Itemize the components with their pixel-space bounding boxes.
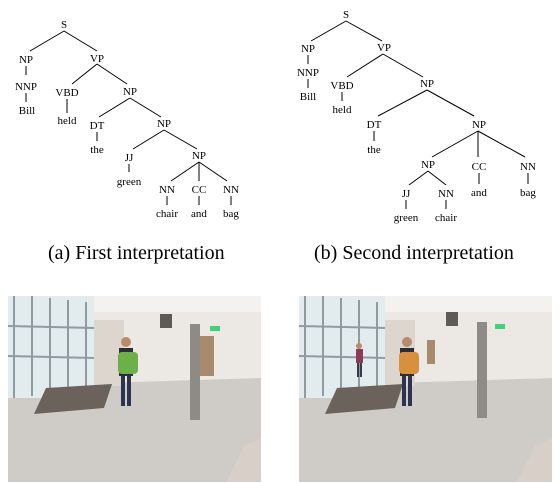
tree-b-node-dt: DT — [367, 119, 382, 131]
caption-b: (b) Second interpretation — [314, 242, 514, 264]
tree-b-node-np: NP — [301, 43, 315, 55]
tree-b-node-s: S — [343, 9, 349, 21]
wall-panel — [200, 336, 214, 376]
tree-b-word-the: the — [367, 144, 381, 156]
tree-b-word-held: held — [333, 104, 352, 116]
door-frame — [477, 322, 487, 418]
tree-a-node-vbd: VBD — [55, 87, 78, 99]
tree-b-word-green: green — [394, 212, 419, 224]
tree-a-node-cc: CC — [192, 184, 207, 196]
tree-a-node-np4: NP — [192, 150, 206, 162]
tree-a-word-held: held — [58, 115, 77, 127]
parse-trees: S NP NNP Bill VP VBD held NP DT the NP J… — [15, 9, 536, 224]
tree-b-node-jj: JJ — [402, 188, 411, 200]
tv-monitor — [446, 312, 458, 326]
tree-b-node-vp: VP — [377, 42, 391, 54]
tree-a-node-np: NP — [19, 54, 33, 66]
tree-a-node-np3: NP — [157, 118, 171, 130]
tree-b-word-chair: chair — [435, 212, 457, 224]
hallway-scene-b — [299, 296, 552, 482]
tree-a-node-vp: VP — [90, 53, 104, 65]
tree-a-word-and: and — [191, 208, 207, 220]
photo-a — [8, 296, 261, 482]
tree-b-word-bag: bag — [520, 187, 536, 199]
person-background — [356, 343, 363, 377]
exit-sign — [495, 324, 505, 329]
tree-a-word-bill: Bill — [19, 105, 36, 117]
parse-tree-b: S NP NNP Bill VP VBD held NP DT the NP N… — [297, 9, 536, 224]
tv-monitor — [160, 314, 172, 328]
tree-b-node-vbd: VBD — [330, 80, 353, 92]
tree-a-word-chair: chair — [156, 208, 178, 220]
tree-a-word-green: green — [117, 176, 142, 188]
parse-tree-a: S NP NNP Bill VP VBD held NP DT the NP J… — [15, 19, 239, 220]
tree-b-word-bill: Bill — [300, 91, 317, 103]
tree-b-word-and: and — [471, 187, 487, 199]
exit-sign — [210, 326, 220, 331]
tree-b-node-np4: NP — [421, 159, 435, 171]
tree-b-node-cc: CC — [472, 161, 487, 173]
tree-b-node-nnp: NNP — [297, 67, 319, 79]
tree-b-node-nn2: NN — [520, 161, 536, 173]
tree-a-node-np2: NP — [123, 86, 137, 98]
wall-panel — [427, 340, 435, 364]
tree-a-node-nnp: NNP — [15, 81, 37, 93]
tree-a-node-nn2: NN — [223, 184, 239, 196]
tree-a-word-bag: bag — [223, 208, 239, 220]
hallway-scene-a — [8, 296, 261, 482]
tree-b-node-nn1: NN — [438, 188, 454, 200]
tree-a-word-the: the — [90, 144, 104, 156]
tree-a-node-nn1: NN — [159, 184, 175, 196]
door-frame — [190, 324, 200, 420]
person-orange-backpack — [399, 337, 419, 406]
person-green-backpack — [118, 337, 138, 406]
tree-a-node-dt: DT — [90, 120, 105, 132]
photo-b — [299, 296, 552, 482]
tree-a-node-s: S — [61, 19, 67, 31]
tree-a-node-jj: JJ — [125, 152, 134, 164]
tree-b-node-np2: NP — [420, 78, 434, 90]
caption-a: (a) First interpretation — [48, 242, 225, 264]
tree-b-node-np3: NP — [472, 119, 486, 131]
